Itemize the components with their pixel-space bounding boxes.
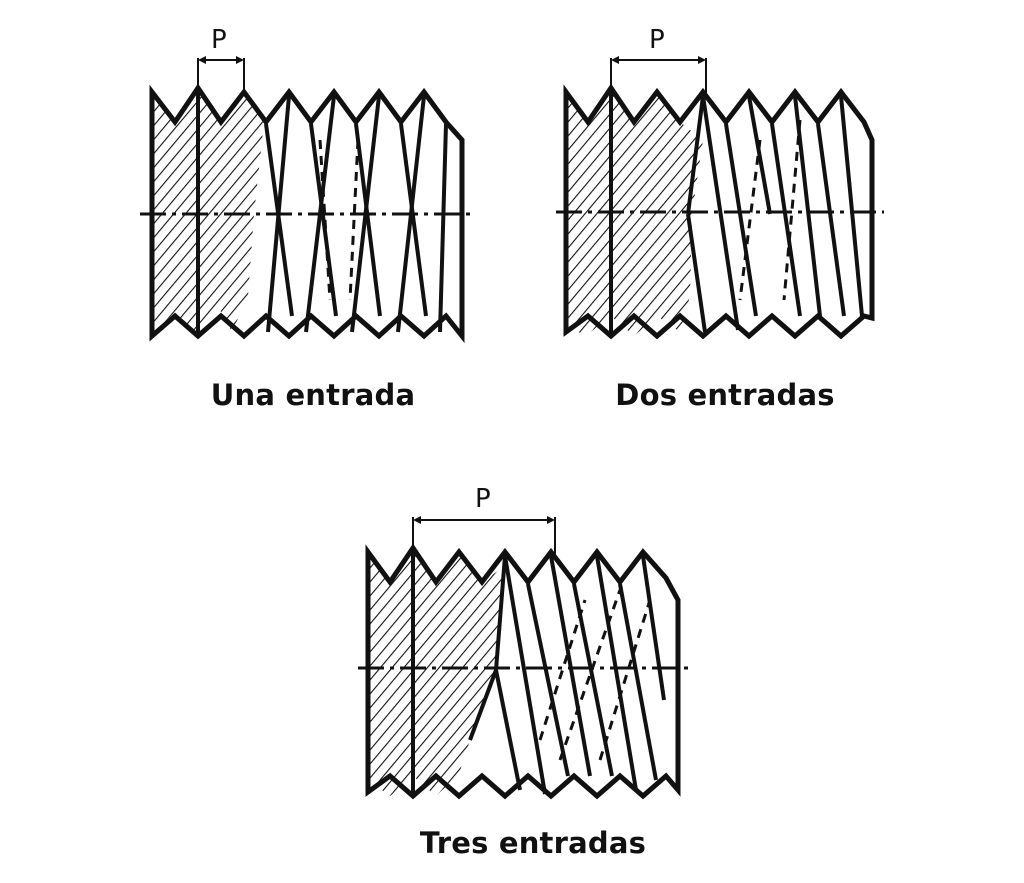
pitch-label: P bbox=[475, 484, 491, 514]
pitch-dimension: P bbox=[197, 25, 245, 94]
pitch-dimension: P bbox=[412, 484, 556, 554]
hatched-section bbox=[152, 88, 264, 336]
thread-outline bbox=[563, 83, 875, 340]
hidden-lines bbox=[318, 139, 360, 301]
thread-lines bbox=[609, 90, 864, 334]
pitch-label: P bbox=[211, 25, 227, 55]
hidden-lines bbox=[738, 119, 802, 301]
hidden-lines bbox=[538, 589, 652, 761]
caption-double-start: Dos entradas bbox=[615, 378, 835, 412]
caption-single-start: Una entrada bbox=[210, 378, 416, 412]
thread-outline bbox=[365, 543, 681, 800]
caption-triple-start: Tres entradas bbox=[419, 826, 647, 860]
thread-outline bbox=[149, 83, 465, 344]
pitch-dimension: P bbox=[610, 25, 707, 94]
pitch-label: P bbox=[649, 25, 665, 55]
hatched-section bbox=[566, 88, 703, 336]
